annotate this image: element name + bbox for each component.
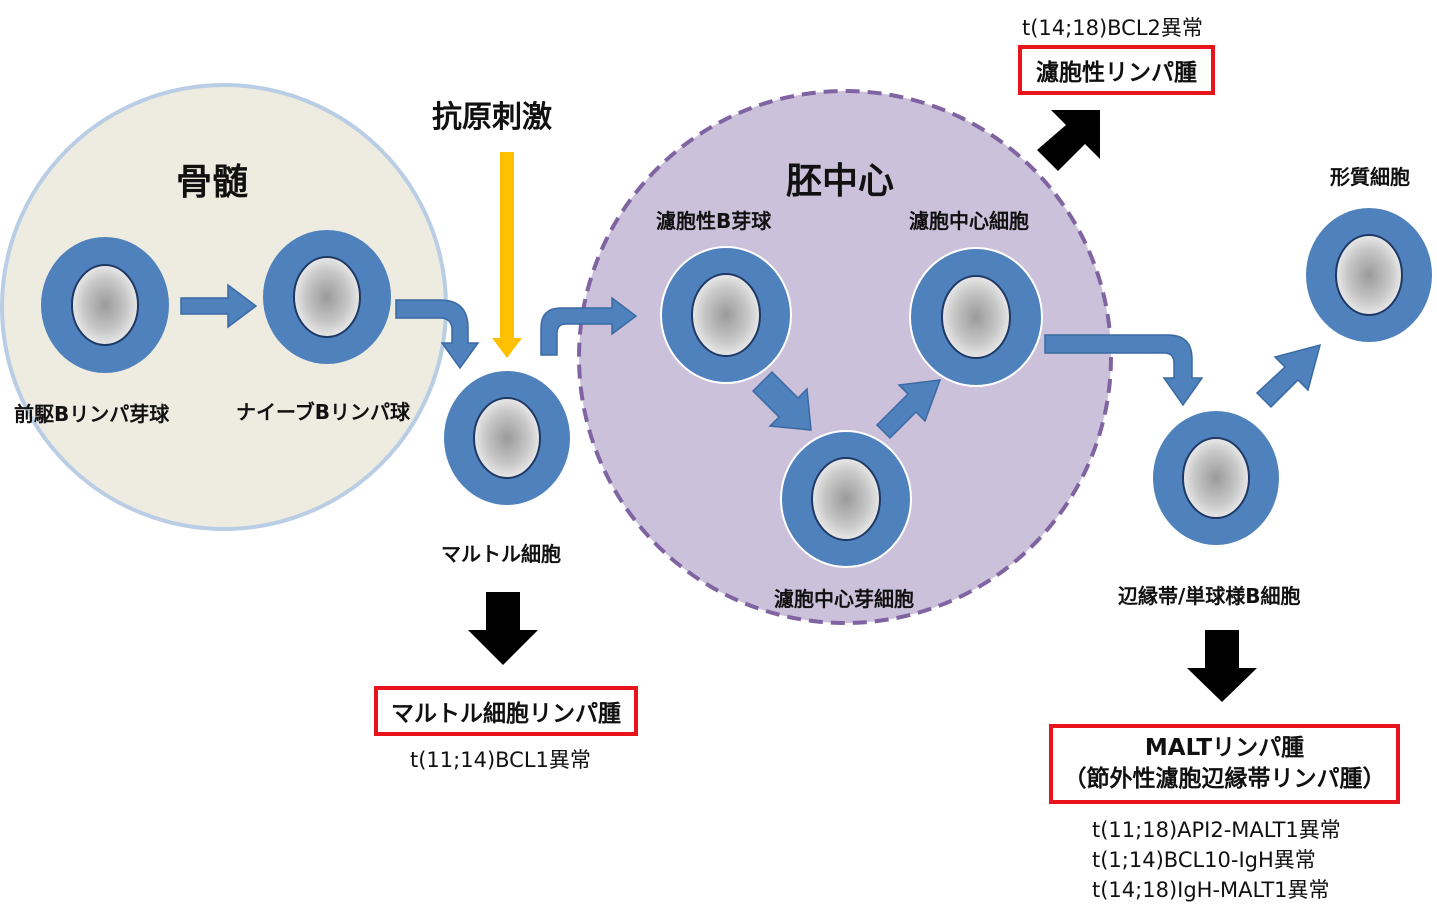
cell-marginal-zone [1153,411,1279,545]
cell-mantle [444,371,570,505]
cell-centrocyte [909,247,1043,387]
follicular-gene-1: t(14;18)BCL2異常 [1022,16,1203,40]
arrow-naive-to-mantle [395,299,480,370]
bone-marrow-label: 骨髄 [176,162,249,203]
black-arrow-to-mantle-lymphoma [468,592,538,665]
pro-b-label: 前駆Bリンパ芽球 [14,402,170,426]
cell-follicular-blast [660,246,792,384]
mantle-gene-1: t(11;14)BCL1異常 [410,748,591,772]
mantle-lymphoma-box: マルトル細胞リンパ腫 [374,686,638,736]
mantle-lymphoma-name: マルトル細胞リンパ腫 [391,701,621,727]
follicular-lymphoma-box: 濾胞性リンパ腫 [1018,45,1215,95]
germinal-center-label: 胚中心 [786,161,895,202]
centroblast-label: 濾胞中心芽細胞 [774,587,914,611]
arrow-centrocyte-to-marginal [1044,334,1204,407]
malt-lymphoma-name-line2: （節外性濾胞辺縁帯リンパ腫） [1063,766,1386,792]
naive-b-label: ナイーブBリンパ球 [236,400,411,424]
black-arrow-to-follicular [1037,110,1100,171]
malt-gene-3: t(14;18)IgH-MALT1異常 [1092,878,1330,902]
plasma-cell-label: 形質細胞 [1330,165,1410,189]
arrow-blast-to-centroblast [751,370,812,431]
malt-lymphoma-name-line1: MALTリンパ腫 [1144,735,1305,761]
malt-gene-2: t(1;14)BCL10-IgH異常 [1092,848,1316,872]
antigen-arrow [492,152,522,358]
cell-plasma [1306,208,1432,342]
follicular-lymphoma-name: 濾胞性リンパ腫 [1036,60,1197,86]
marginal-zone-label: 辺縁帯/単球様B細胞 [1118,584,1301,608]
arrow-centroblast-to-centrocyte [875,379,942,440]
cell-naive-b [263,230,391,364]
malt-gene-1: t(11;18)API2-MALT1異常 [1092,818,1341,842]
follicular-blast-label: 濾胞性B芽球 [656,209,772,233]
black-arrow-to-malt [1187,630,1257,702]
malt-lymphoma-box: MALTリンパ腫 （節外性濾胞辺縁帯リンパ腫） [1049,724,1400,804]
arrow-marginal-to-plasma [1255,343,1322,409]
antigen-stimulation-label: 抗原刺激 [432,100,552,135]
cell-pro-b [41,237,169,373]
arrow-pro-to-naive [180,283,258,329]
centrocyte-label: 濾胞中心細胞 [909,209,1029,233]
germinal-center-region [577,89,1113,625]
cell-centroblast [780,430,912,568]
mantle-cell-label: マルトル細胞 [441,542,561,566]
arrow-mantle-to-blast [540,296,638,356]
